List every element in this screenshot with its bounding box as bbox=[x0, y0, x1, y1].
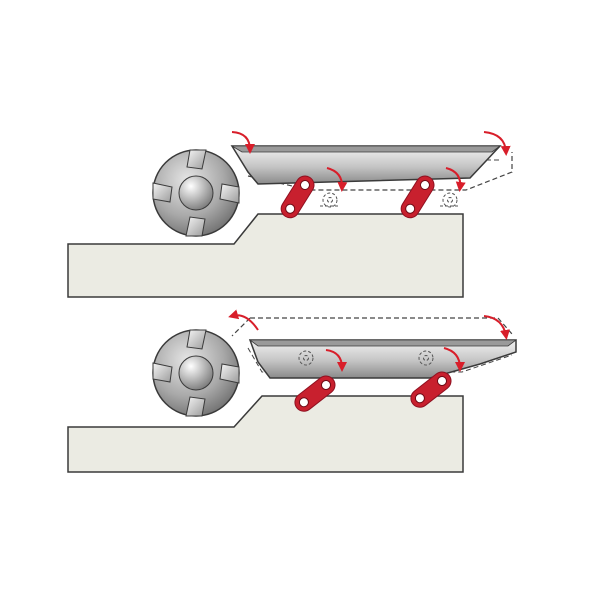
rotation-arrow-icon-link-left bbox=[326, 167, 348, 192]
ghost-table-outline bbox=[247, 152, 513, 191]
ghost-hinge-right bbox=[442, 192, 458, 208]
rotation-arrow-icon-bottom-blade-end bbox=[483, 315, 510, 340]
blade-bevel bbox=[230, 145, 502, 153]
planer-table-bottom bbox=[67, 395, 464, 473]
cutter-head-icon bbox=[152, 149, 240, 237]
rotation-arrow-icon-bottom-link-left bbox=[325, 349, 347, 372]
rotation-arrow-icon-bottom bbox=[228, 309, 259, 331]
ghost-table-outline-bottom bbox=[247, 347, 513, 373]
rotation-arrow-icon-blade-end bbox=[483, 131, 511, 156]
panel-bottom bbox=[67, 309, 518, 473]
ghost-hinge-left bbox=[322, 192, 338, 208]
rotation-arrow-icon-bottom-link-right bbox=[443, 347, 465, 372]
rotation-arrow-icon bbox=[231, 131, 255, 154]
panel-top bbox=[67, 131, 513, 298]
rotation-arrow-icon-link-right bbox=[445, 167, 466, 192]
ghost-blade-outline-bottom bbox=[231, 317, 513, 337]
planer-table bbox=[67, 213, 464, 298]
blade-bevel-bottom bbox=[248, 339, 518, 347]
cutter-head-icon-bottom bbox=[152, 329, 240, 417]
